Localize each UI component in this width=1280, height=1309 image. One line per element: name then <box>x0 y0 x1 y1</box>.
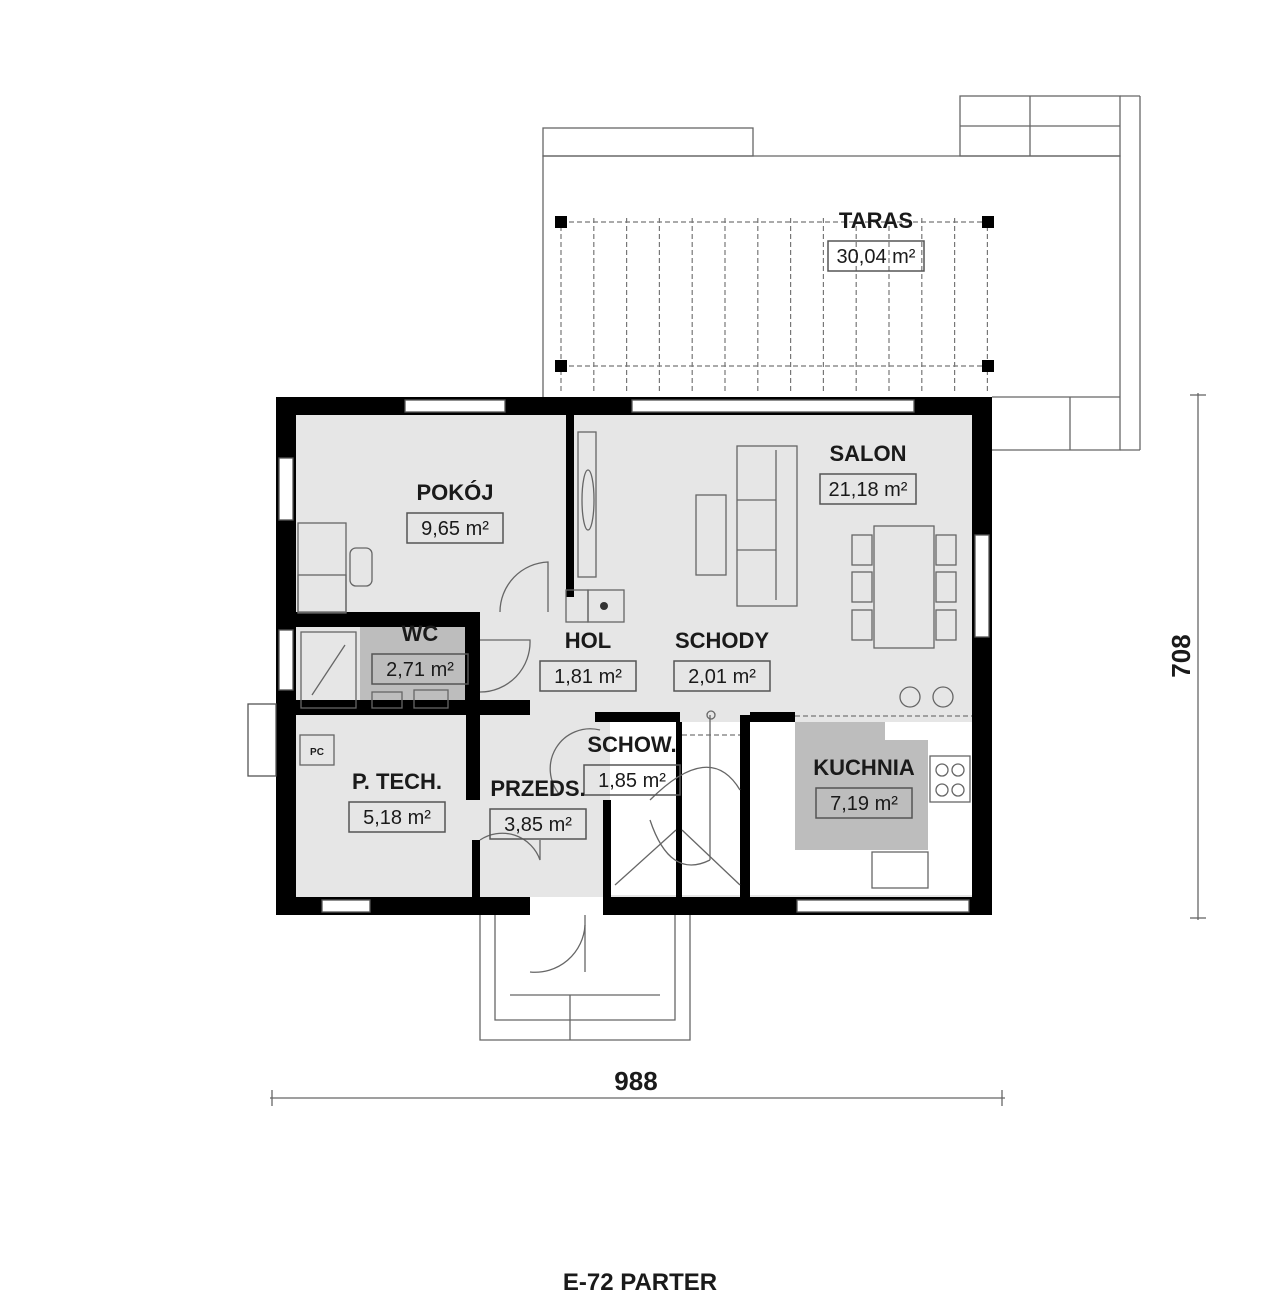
room-area: 21,18 m² <box>829 479 908 501</box>
room-area: 9,65 m² <box>421 518 489 540</box>
room-area: 30,04 m² <box>837 246 916 268</box>
room-name: SALON <box>830 441 907 466</box>
pergola-post <box>555 216 567 228</box>
room-name: POKÓJ <box>416 480 493 505</box>
room-label: WC 2,71 m² <box>371 621 469 685</box>
area-box <box>673 660 771 692</box>
pergola-post <box>982 360 994 372</box>
area-box <box>489 808 587 840</box>
room-name: PRZEDS. <box>490 776 585 801</box>
room-name: TARAS <box>839 208 913 233</box>
room-area: 1,85 m² <box>598 770 666 792</box>
room-area: 5,18 m² <box>363 807 431 829</box>
room-area: 2,71 m² <box>386 659 454 681</box>
windows <box>247 399 990 915</box>
room-label: SCHODY 2,01 m² <box>673 628 771 692</box>
depth-dimension: 708 <box>1166 634 1196 677</box>
room-label: P. TECH. 5,18 m² <box>348 769 446 833</box>
dimension-depth: 708 <box>1166 393 1206 920</box>
pergola <box>555 216 994 392</box>
room-label: SCHOW. 1,85 m² <box>583 732 681 796</box>
width-dimension: 988 <box>614 1066 657 1096</box>
plan-title: E-72 PARTER <box>563 1269 717 1296</box>
room-area: 2,01 m² <box>688 666 756 688</box>
room-name: WC <box>402 621 439 646</box>
area-box <box>819 473 917 505</box>
doors <box>479 561 601 861</box>
area-box <box>815 787 913 819</box>
room-area: 1,81 m² <box>554 666 622 688</box>
room-name: P. TECH. <box>352 769 442 794</box>
pergola-post <box>982 216 994 228</box>
area-box <box>406 512 504 544</box>
area-box <box>539 660 637 692</box>
room-label: SALON 21,18 m² <box>819 441 917 505</box>
room-label: HOL 1,81 m² <box>539 628 637 692</box>
room-name: HOL <box>565 628 611 653</box>
room-label: POKÓJ 9,65 m² <box>406 480 504 544</box>
room-label: KUCHNIA 7,19 m² <box>813 755 915 819</box>
dimension-width: 988 <box>270 1066 1005 1106</box>
room-name: SCHODY <box>675 628 769 653</box>
room-label: PRZEDS. 3,85 m² <box>489 776 587 840</box>
room-name: KUCHNIA <box>813 755 915 780</box>
area-box <box>827 240 925 272</box>
room-label: TARAS 30,04 m² <box>827 208 925 272</box>
room-name: SCHOW. <box>587 732 676 757</box>
entrance-steps <box>479 915 691 1041</box>
area-box <box>583 764 681 796</box>
furniture: PC <box>297 431 972 889</box>
boiler-label: PC <box>310 747 324 758</box>
room-area: 3,85 m² <box>504 814 572 836</box>
area-box <box>348 801 446 833</box>
room-area: 7,19 m² <box>830 793 898 815</box>
terrace <box>542 95 1141 451</box>
area-box <box>371 653 469 685</box>
pergola-post <box>555 360 567 372</box>
kitchen-floor <box>795 722 928 850</box>
